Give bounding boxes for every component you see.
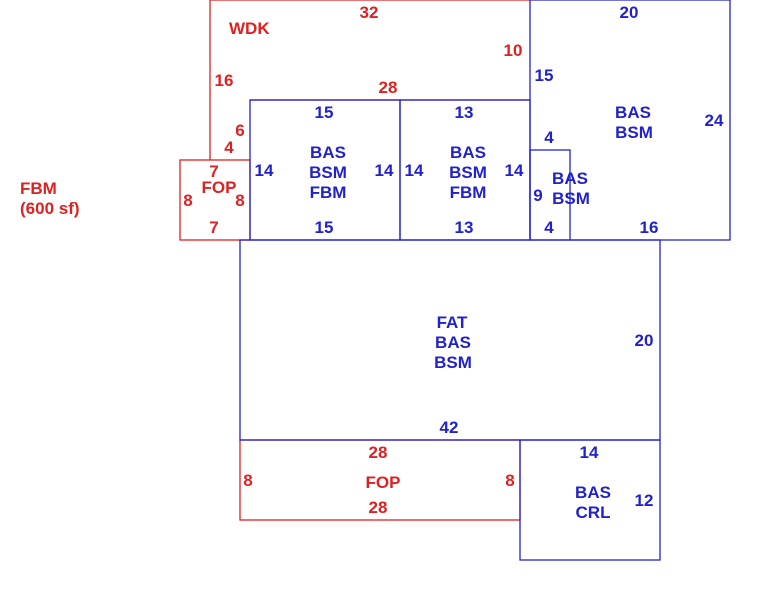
bas-crl-dim-top: 14 [580, 443, 599, 462]
fop-bottom-label: FOP [366, 473, 401, 492]
fop-small-dim-bottom: 7 [209, 218, 218, 237]
wdk-dim-notch-b: 4 [224, 138, 234, 157]
wdk-dim-bottom: 28 [379, 78, 398, 97]
bas-right-line2: BSM [615, 123, 653, 142]
fop-small-dim-right: 8 [235, 191, 244, 210]
wdk-dim-right: 10 [504, 41, 523, 60]
fbm-note-title: FBM [20, 179, 57, 198]
wdk-dim-top: 32 [360, 3, 379, 22]
bas-small-dim-bottom: 4 [544, 218, 554, 237]
wdk-label: WDK [229, 19, 270, 38]
bas-left-dim-left: 14 [255, 161, 274, 180]
bas-right-line1: BAS [615, 103, 651, 122]
fat-main-line3: BSM [434, 353, 472, 372]
fbm-note-area: (600 sf) [20, 199, 80, 218]
fat-main-dim-right: 20 [635, 331, 654, 350]
bas-crl-dim-right: 12 [635, 491, 654, 510]
bas-left-dim-right: 14 [375, 161, 394, 180]
wdk-dim-left: 16 [215, 71, 234, 90]
bas-crl-outline [519, 439, 661, 561]
fop-bottom-dim-right: 8 [505, 471, 514, 490]
bas-left-line1: BAS [310, 143, 346, 162]
bas-mid-dim-bottom: 13 [455, 218, 474, 237]
fat-main-line2: BAS [435, 333, 471, 352]
bas-right-dim-left: 15 [535, 66, 554, 85]
fat-main-outline [239, 239, 661, 441]
bas-mid-dim-top: 13 [455, 103, 474, 122]
fop-bottom-dim-bottom: 28 [369, 498, 388, 517]
bas-mid-line3: FBM [450, 183, 487, 202]
bas-left-line2: BSM [309, 163, 347, 182]
bas-small-line2: BSM [552, 189, 590, 208]
fop-bottom-dim-left: 8 [243, 471, 252, 490]
bas-left-dim-top: 15 [315, 103, 334, 122]
bas-mid-dim-left: 14 [405, 161, 424, 180]
bas-right-dim-bottom: 16 [640, 218, 659, 237]
fop-bottom-dim-top: 28 [369, 443, 388, 462]
bas-mid-line1: BAS [450, 143, 486, 162]
bas-right-outline [529, 0, 731, 241]
fat-main-line1: FAT [437, 313, 468, 332]
fop-small-label: FOP [202, 178, 237, 197]
fop-small-dim-top: 7 [209, 162, 218, 181]
bas-small-dim-left: 9 [533, 186, 542, 205]
bas-right-dim-right: 24 [705, 111, 724, 130]
bas-left-line3: FBM [310, 183, 347, 202]
fop-small-dim-left: 8 [183, 191, 192, 210]
fat-main-dim-bottom: 42 [440, 418, 459, 437]
wdk-dim-notch-a: 6 [235, 121, 244, 140]
wdk-outline [209, 0, 530, 160]
bas-mid-line2: BSM [449, 163, 487, 182]
bas-mid-dim-right: 14 [505, 161, 524, 180]
bas-left-dim-bottom: 15 [315, 218, 334, 237]
bas-crl-line2: CRL [576, 503, 611, 522]
bas-small-dim-top: 4 [544, 128, 554, 147]
bas-right-dim-top: 20 [620, 3, 639, 22]
bas-small-line1: BAS [552, 169, 588, 188]
bas-crl-line1: BAS [575, 483, 611, 502]
